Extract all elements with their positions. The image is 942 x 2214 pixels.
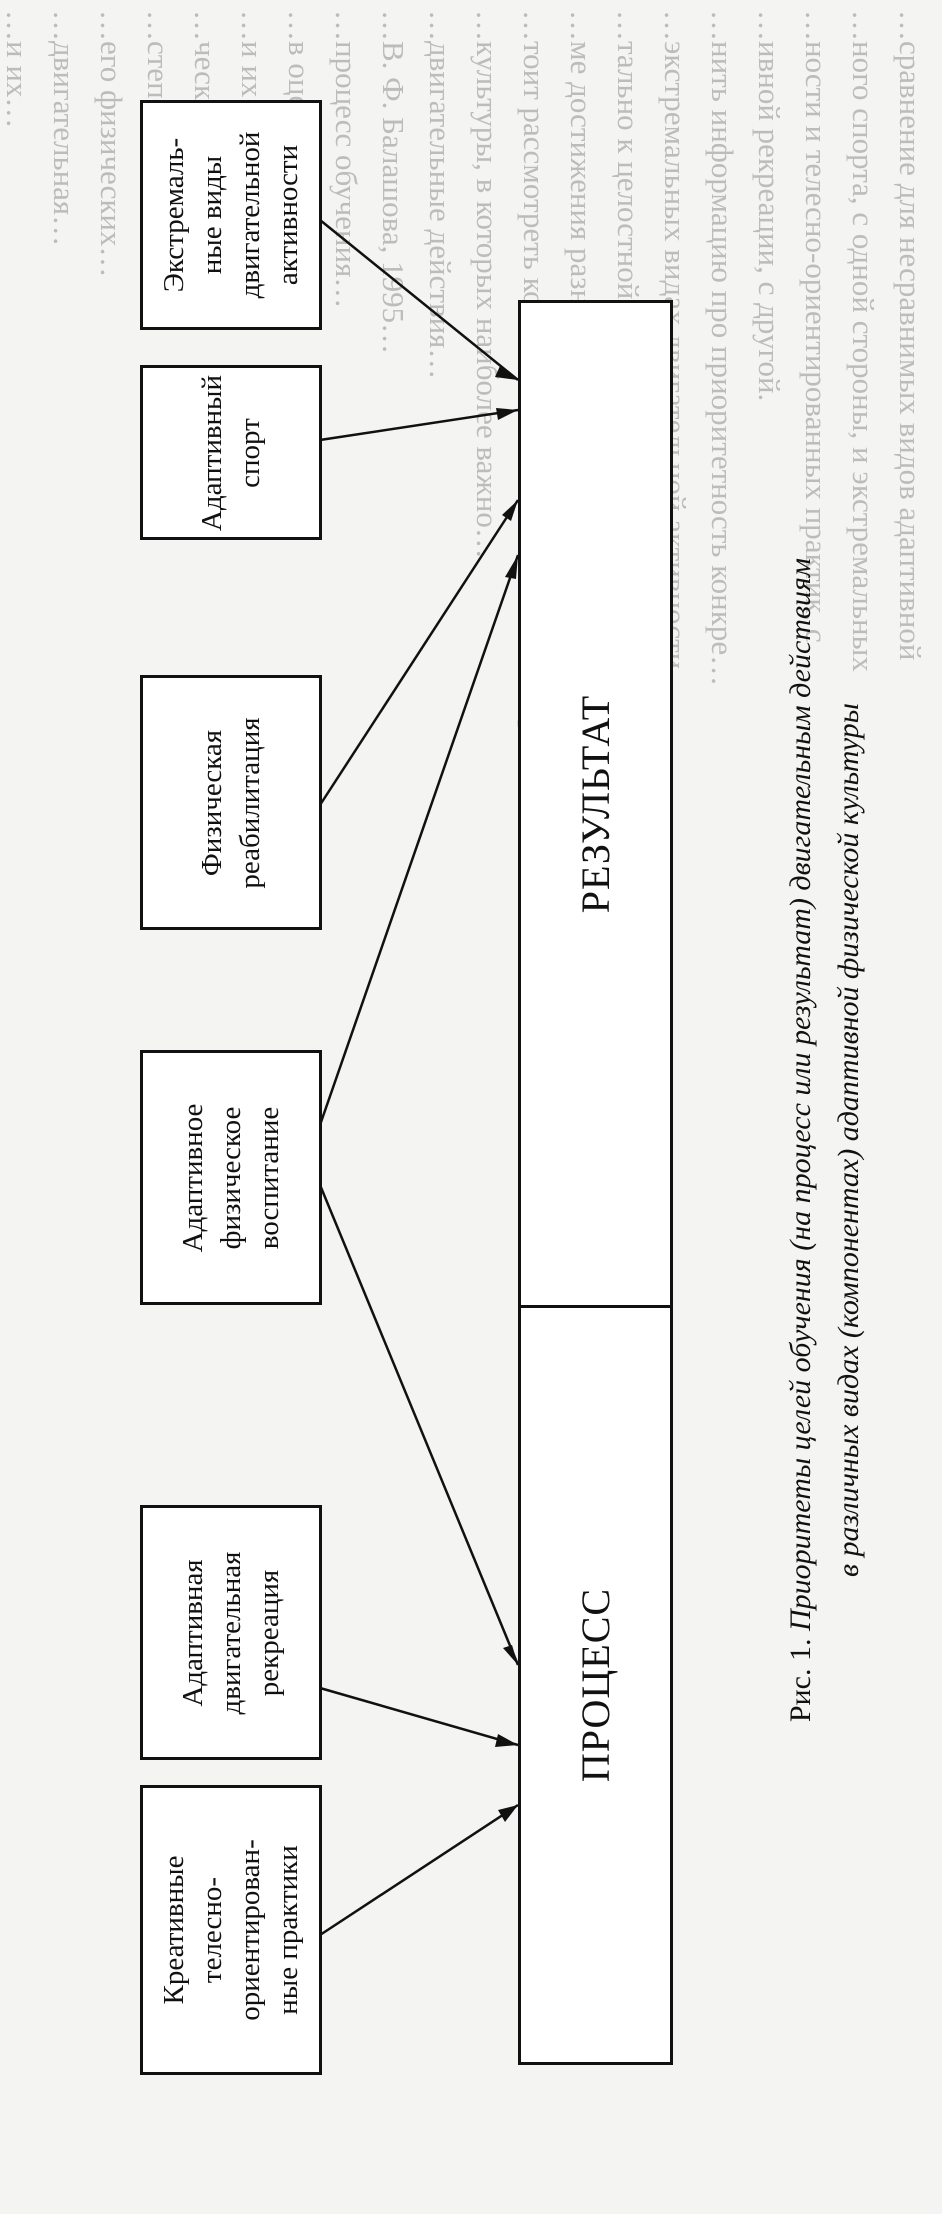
box-adaptive-recreation: Адаптивная двигательная рекреация bbox=[140, 1505, 322, 1760]
arrow-education-to-process bbox=[318, 1184, 520, 1666]
arrowhead-education-result bbox=[505, 555, 518, 579]
box-process: ПРОЦЕСС bbox=[518, 1305, 673, 2065]
caption-title: Приоритеты целей обучения (на процесс ил… bbox=[783, 557, 817, 1632]
box-result: РЕЗУЛЬТАТ bbox=[518, 300, 673, 1308]
box-extreme-activity-label: Экстремаль- ные виды двигательной активн… bbox=[158, 131, 304, 299]
box-process-label: ПРОЦЕСС bbox=[572, 1587, 618, 1783]
box-adaptive-sport: Адаптивный спорт bbox=[140, 365, 322, 540]
arrow-education-to-result bbox=[318, 554, 520, 1126]
box-creative-practices: Креативные телесно- ориентирован- ные пр… bbox=[140, 1785, 322, 2075]
box-physical-rehabilitation-label: Физическая реабилитация bbox=[196, 716, 266, 889]
arrowhead-rehab bbox=[502, 500, 518, 521]
figure-caption: Рис. 1. Приоритеты целей обучения (на пр… bbox=[737, 360, 912, 1920]
arrow-sport-to-result bbox=[319, 408, 519, 442]
arrowhead-sport bbox=[496, 408, 518, 420]
box-creative-practices-label: Креативные телесно- ориентирован- ные пр… bbox=[158, 1839, 304, 2021]
caption-line-1: Рис. 1. Приоритеты целей обучения (на пр… bbox=[777, 360, 825, 1920]
arrow-recreation-to-process bbox=[319, 1686, 519, 1747]
caption-line-2: в различных видах (компонентах) адаптивн… bbox=[831, 703, 865, 1577]
arrowhead-recreation bbox=[495, 1734, 518, 1747]
arrow-rehab-to-result bbox=[318, 499, 520, 806]
arrowhead-extreme bbox=[495, 366, 518, 380]
box-result-label: РЕЗУЛЬТАТ bbox=[572, 694, 618, 914]
box-adaptive-education-label: Адаптивное физическое воспитание bbox=[177, 1103, 285, 1252]
box-physical-rehabilitation: Физическая реабилитация bbox=[140, 675, 322, 930]
box-adaptive-sport-label: Адаптивный спорт bbox=[196, 374, 266, 531]
box-extreme-activity: Экстремаль- ные виды двигательной активн… bbox=[140, 100, 322, 330]
figure-caption-text: Рис. 1. Приоритеты целей обучения (на пр… bbox=[777, 360, 873, 1920]
arrowhead-education-process bbox=[503, 1645, 518, 1665]
caption-lead: Рис. 1. bbox=[783, 1631, 817, 1723]
arrow-extreme-to-result bbox=[319, 219, 519, 381]
arrow-creative-to-process bbox=[319, 1803, 519, 1937]
box-adaptive-recreation-label: Адаптивная двигательная рекреация bbox=[177, 1551, 285, 1714]
arrowhead-creative bbox=[498, 1805, 518, 1822]
box-adaptive-education: Адаптивное физическое воспитание bbox=[140, 1050, 322, 1305]
